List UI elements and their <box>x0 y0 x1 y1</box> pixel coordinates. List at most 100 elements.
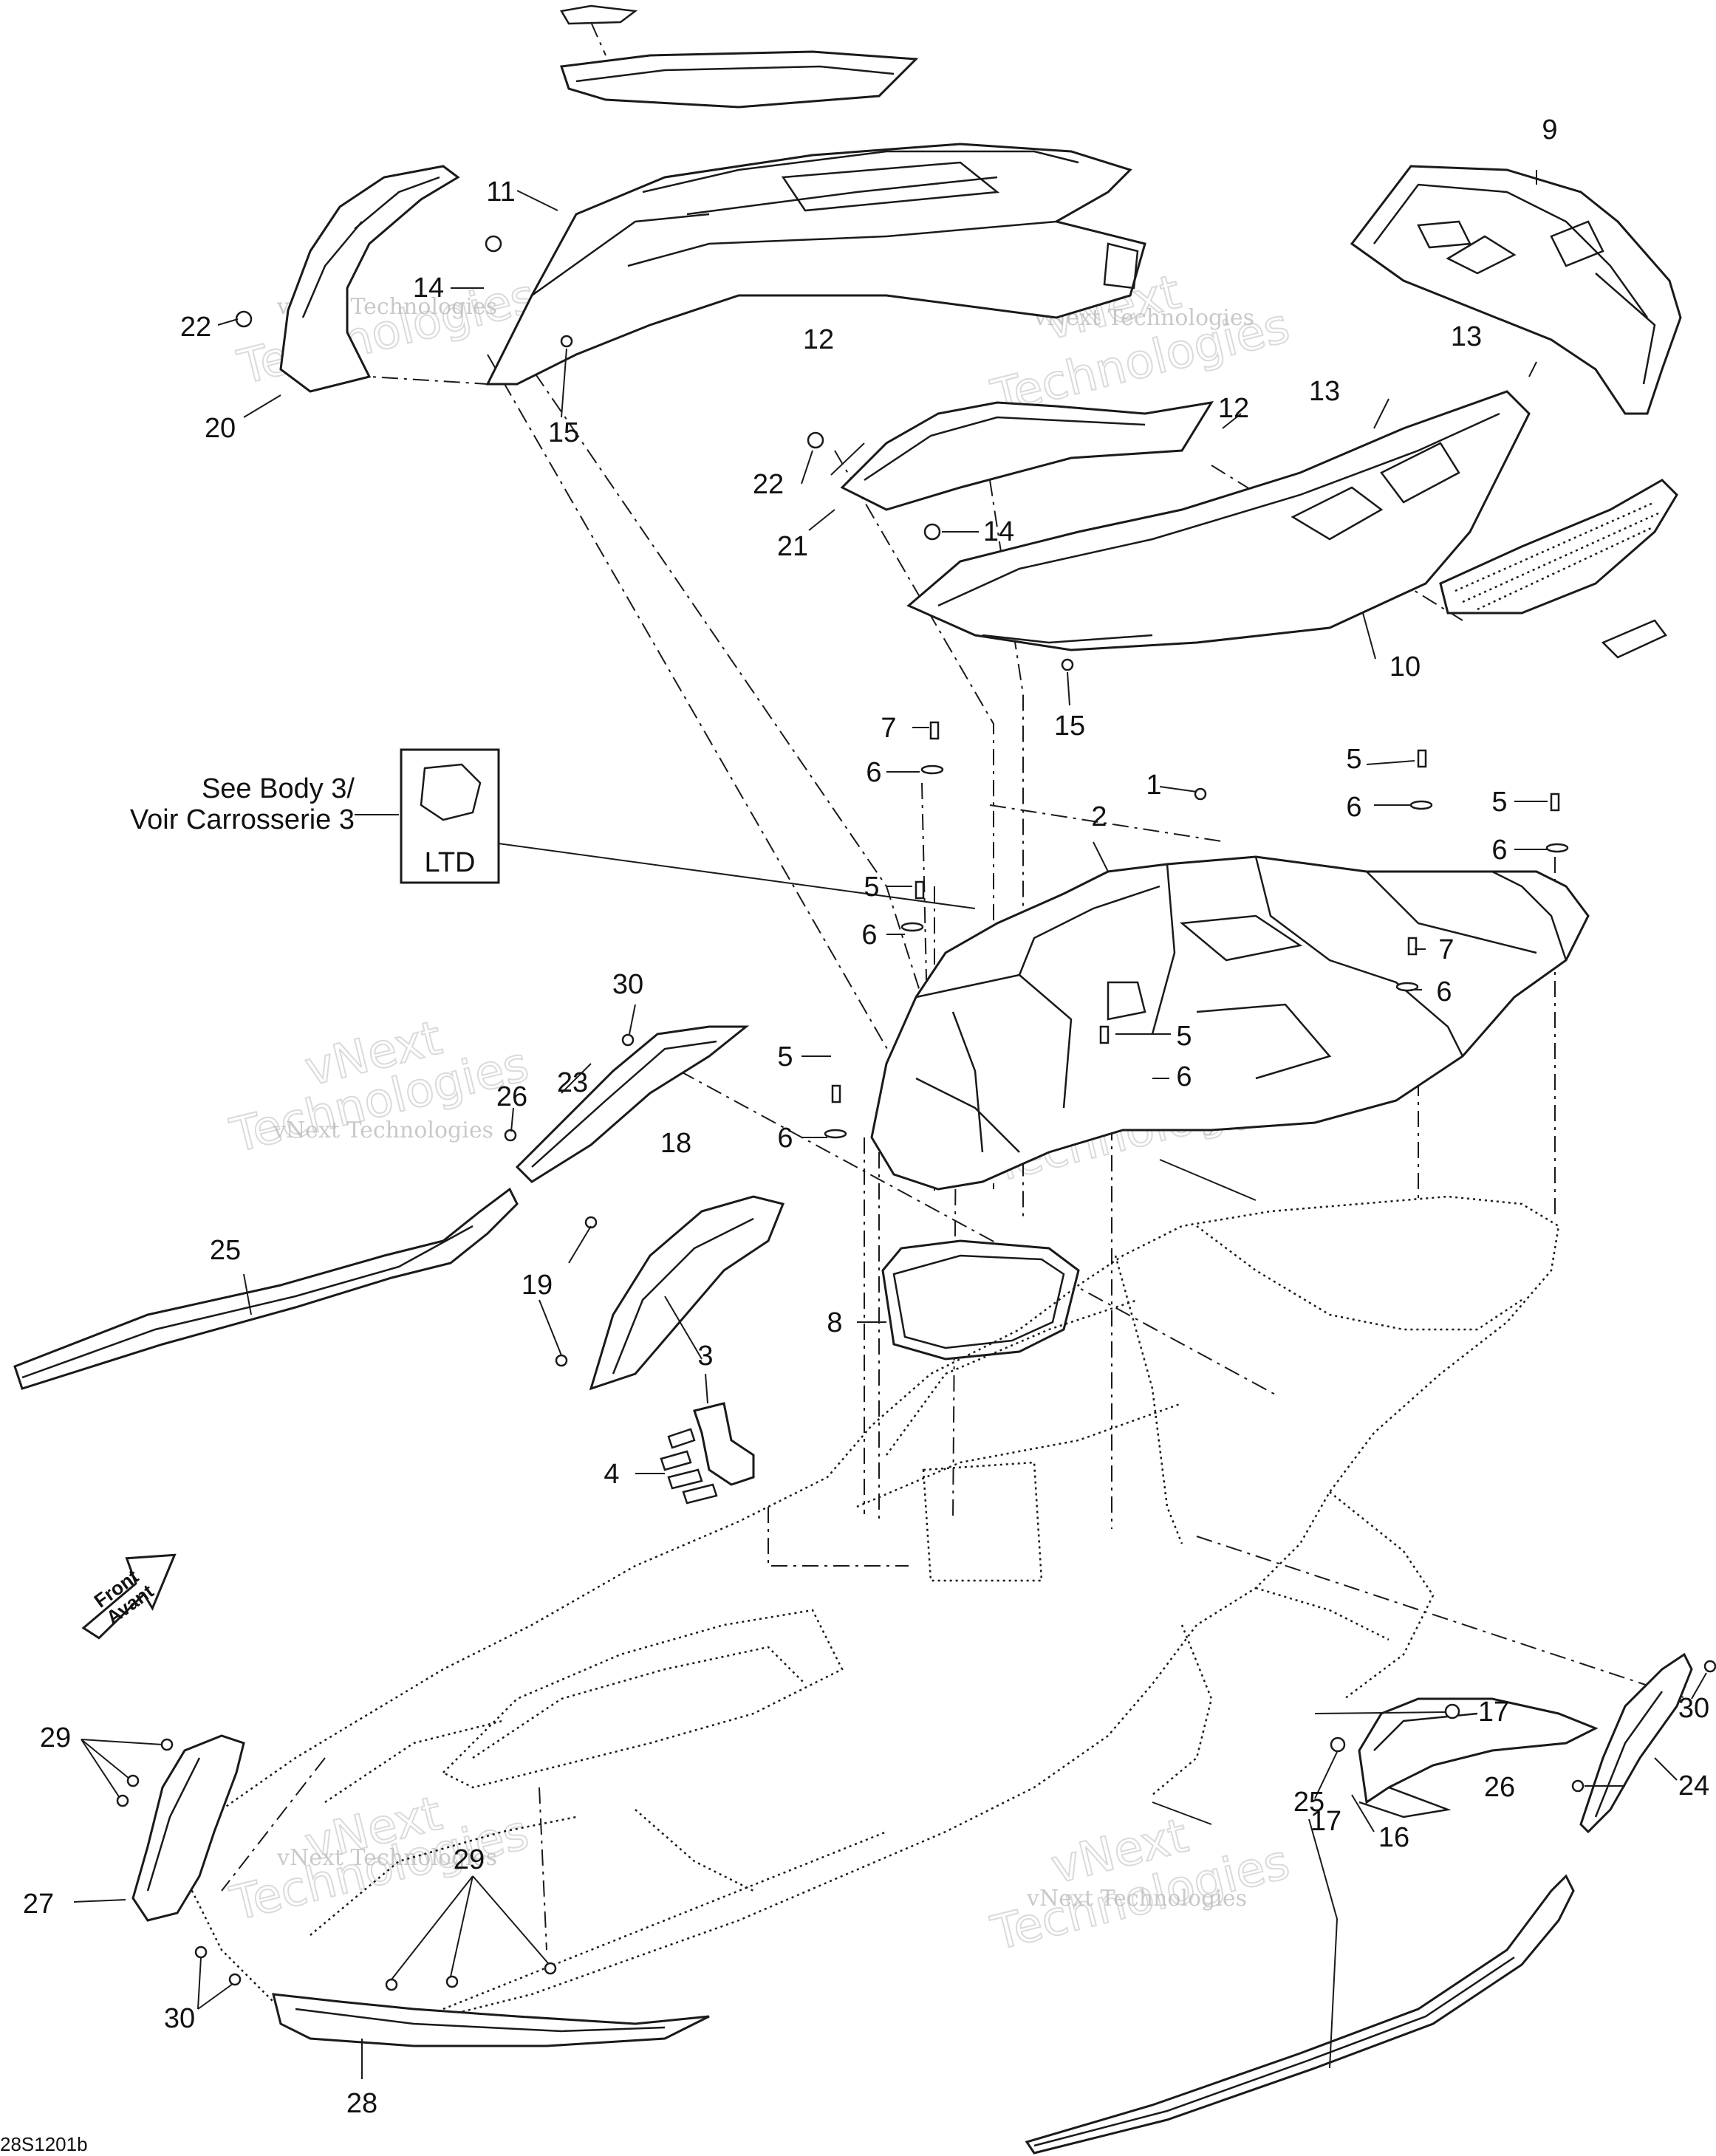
watermark-5: vNext Technologies <box>276 1845 497 1871</box>
ltd-part-icon <box>420 763 482 821</box>
drawing-reference: 28S1201b <box>0 2133 88 2155</box>
callout-26b: 26 <box>1484 1772 1515 1803</box>
callout-22b: 22 <box>753 469 784 500</box>
callout-6e: 6 <box>1491 835 1507 866</box>
screw-30a <box>621 1033 635 1047</box>
screw-26b <box>1571 1779 1585 1793</box>
callout-23: 23 <box>557 1067 588 1098</box>
callout-6g: 6 <box>1176 1061 1192 1092</box>
part-28-lower-bumper <box>272 1993 710 2047</box>
callout-25a: 25 <box>210 1235 241 1266</box>
callout-10: 10 <box>1389 651 1421 682</box>
callout-29a: 29 <box>40 1722 71 1753</box>
callout-5c: 5 <box>1346 744 1361 775</box>
callout-5d: 5 <box>1491 787 1507 818</box>
callout-6a: 6 <box>866 757 881 788</box>
nut-17a <box>1444 1703 1460 1719</box>
screw-19 <box>555 1354 568 1367</box>
callout-6d: 6 <box>1346 792 1361 823</box>
screw-1 <box>1194 787 1207 801</box>
callout-14a: 14 <box>413 273 444 304</box>
part-25-bumper-left <box>13 1187 519 1390</box>
part-front-grille <box>1439 479 1678 659</box>
screw-5c <box>1417 749 1427 768</box>
callout-13b: 13 <box>1451 321 1482 352</box>
watermark-3: vNext Technologies <box>273 1118 493 1143</box>
callout-29b: 29 <box>454 1844 485 1875</box>
callout-numbers: 1 2 3 4 5 5 5 5 5 6 6 6 6 6 6 6 7 7 8 9 … <box>23 114 1709 2119</box>
callout-24: 24 <box>1678 1770 1709 1801</box>
part-24-rear-handle <box>1579 1652 1693 1834</box>
callout-12a: 12 <box>803 324 834 355</box>
screw-29b <box>126 1774 140 1787</box>
callout-8: 8 <box>827 1307 842 1338</box>
washer-6e <box>1545 843 1569 853</box>
callout-5e: 5 <box>1176 1021 1192 1052</box>
callout-28: 28 <box>346 2088 377 2119</box>
callout-6f: 6 <box>1436 976 1452 1007</box>
part-3-bracket <box>660 1402 755 1505</box>
front-direction-arrow-icon: Front Avant <box>81 1553 177 1640</box>
part-2-body-frame <box>870 855 1590 1191</box>
screw-7a <box>929 721 940 740</box>
callout-21: 21 <box>777 531 808 562</box>
callout-19: 19 <box>522 1270 553 1301</box>
clip-15a <box>560 335 573 348</box>
nut-17b <box>1330 1736 1346 1753</box>
callout-7b: 7 <box>1438 934 1454 965</box>
screw-5d <box>1550 793 1560 812</box>
screw-30d <box>228 1973 242 1986</box>
callout-13a: 13 <box>1309 376 1340 407</box>
part-25-bumper-right <box>1025 1874 1575 2155</box>
ltd-label: LTD <box>425 847 476 878</box>
part-9-storage-cover <box>1350 165 1682 415</box>
screw-29f <box>544 1962 557 1975</box>
part-top-trim <box>559 4 919 109</box>
callout-20: 20 <box>205 413 236 444</box>
callout-16: 16 <box>1378 1822 1409 1853</box>
callout-11: 11 <box>486 177 515 208</box>
screw-29c <box>116 1794 129 1807</box>
watermark-6: vNext Technologies <box>1026 1886 1247 1912</box>
washer-6f <box>1395 982 1419 992</box>
see-body-line2: Voir Carrosserie 3 <box>130 804 355 835</box>
screw-30c <box>194 1945 208 1959</box>
part-27-rear-bumper <box>131 1734 245 1922</box>
screw-5a <box>915 880 925 900</box>
callout-22a: 22 <box>180 312 211 343</box>
callout-1: 1 <box>1146 770 1161 801</box>
hull-phantom <box>183 1195 1560 2025</box>
callout-14b: 14 <box>983 516 1014 547</box>
screw-29d <box>385 1978 398 1991</box>
washer-6b <box>900 922 924 932</box>
callout-17a: 17 <box>1478 1697 1509 1728</box>
screw-29e <box>445 1975 459 1988</box>
washer-6d <box>1409 800 1433 810</box>
part-8-gasket <box>881 1239 1080 1361</box>
washer-6c <box>824 1129 847 1139</box>
callout-15a: 15 <box>548 417 579 448</box>
callout-30c: 30 <box>164 2003 195 2034</box>
callout-25b: 25 <box>1293 1787 1324 1818</box>
clip-22b <box>807 431 824 449</box>
washer-6a <box>920 764 944 775</box>
callout-5a: 5 <box>864 872 879 903</box>
callout-27: 27 <box>23 1889 54 1920</box>
part-20-left-panel <box>279 165 488 393</box>
part-23-handle <box>515 1025 750 1183</box>
clip-15b <box>1061 658 1074 671</box>
callout-7a: 7 <box>881 713 896 744</box>
part-16-side-vent <box>1358 1697 1599 1818</box>
callout-9: 9 <box>1542 114 1557 146</box>
clip-14a <box>485 235 502 253</box>
screw-5b <box>831 1084 841 1103</box>
screw-7b <box>1407 937 1418 956</box>
callout-12b: 12 <box>1218 393 1249 424</box>
screw-26a <box>504 1129 517 1142</box>
callout-3: 3 <box>697 1341 713 1372</box>
callout-18: 18 <box>660 1128 691 1159</box>
callout-6b: 6 <box>861 920 877 951</box>
hardware <box>116 235 1716 1991</box>
leader-lines <box>73 170 1707 2079</box>
